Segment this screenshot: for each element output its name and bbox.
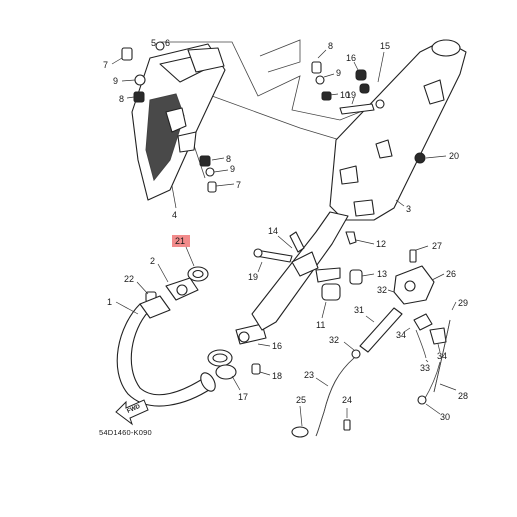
part-20-nut[interactable] (414, 152, 426, 164)
callout-28: 28 (458, 391, 468, 401)
part-34-clip[interactable] (413, 313, 447, 345)
part-16-clamp[interactable] (235, 323, 267, 345)
center-pipe[interactable] (251, 211, 349, 331)
callout-7-left: 7 (103, 60, 108, 70)
callout-26: 26 (446, 269, 456, 279)
callout-8-middle: 8 (226, 154, 231, 164)
highlight-21-box (172, 235, 190, 247)
callout-16-top: 16 (346, 53, 356, 63)
callout-2: 2 (150, 256, 155, 266)
callout-19-upper: 19 (346, 90, 356, 100)
callout-32-upper: 32 (377, 285, 387, 295)
part-3-muffler[interactable] (329, 39, 467, 221)
part-30-clamp[interactable] (417, 395, 427, 405)
callout-13: 13 (377, 269, 387, 279)
callout-32-lower: 32 (329, 335, 339, 345)
callout-27: 27 (432, 241, 442, 251)
part-11-rubber[interactable] (321, 283, 341, 301)
callout-21: 21 (175, 236, 185, 246)
callout-34-left: 34 (396, 330, 406, 340)
callout-9-middle: 9 (230, 164, 235, 174)
callout-3: 3 (406, 204, 411, 214)
callout-5: 5 (151, 38, 156, 48)
callout-14: 14 (268, 226, 278, 236)
callout-8-right: 8 (328, 41, 333, 51)
part-29-hose[interactable] (433, 319, 451, 393)
part-31-hose[interactable] (359, 307, 403, 353)
callout-22: 22 (124, 274, 134, 284)
callout-23: 23 (304, 370, 314, 380)
callout-18: 18 (272, 371, 282, 381)
callout-12: 12 (376, 239, 386, 249)
part-19-bolt-lower[interactable] (253, 248, 293, 263)
callout-33: 33 (420, 363, 430, 373)
part-13-collar[interactable] (349, 269, 363, 285)
callout-7-middle: 7 (236, 180, 241, 190)
fwd-arrow-icon: FWD (115, 399, 149, 426)
diagram-code: 54D1460-K090 (99, 428, 152, 437)
callout-24: 24 (342, 395, 352, 405)
part-18-bolt[interactable] (251, 363, 261, 375)
callout-30: 30 (440, 412, 450, 422)
part-32-clip-lower[interactable] (351, 349, 361, 359)
callout-10: 10 (340, 90, 350, 100)
callout-8-left: 8 (119, 94, 124, 104)
part-26-valve-body[interactable] (393, 265, 435, 305)
part-17-gasket-ring[interactable] (207, 349, 237, 380)
part-27-bolt[interactable] (409, 249, 417, 263)
bolt-set-upper-left[interactable] (121, 41, 165, 103)
fwd-label: FWD (126, 404, 142, 415)
callout-31: 31 (354, 305, 364, 315)
callout-11: 11 (316, 320, 325, 330)
part-4-heat-shield[interactable] (131, 43, 226, 201)
part-15-damper[interactable] (355, 69, 370, 94)
callout-9-right: 9 (336, 68, 341, 78)
callout-25: 25 (296, 395, 306, 405)
part-1-exhaust-pipe[interactable] (116, 295, 218, 407)
part-12-bolt[interactable] (345, 231, 357, 245)
callout-6: 6 (165, 38, 170, 48)
part-25-joint[interactable] (291, 426, 309, 438)
callout-19-lower: 19 (248, 272, 258, 282)
part-23-pipe[interactable] (315, 357, 355, 437)
callout-4: 4 (172, 210, 177, 220)
bolt-set-upper-right[interactable] (311, 61, 332, 101)
part-21-gasket[interactable] (187, 266, 209, 282)
callout-9-left: 9 (113, 76, 118, 86)
part-33-hose[interactable] (415, 329, 427, 359)
callout-29: 29 (458, 298, 468, 308)
callout-15: 15 (380, 41, 390, 51)
bolt-set-middle[interactable] (199, 155, 217, 193)
part-19-bolt-upper[interactable] (339, 99, 385, 115)
part-24-bolt[interactable] (343, 419, 351, 431)
callout-17: 17 (238, 392, 248, 402)
callout-20: 20 (449, 151, 459, 161)
callout-1: 1 (107, 297, 112, 307)
part-2-flange[interactable] (165, 277, 199, 301)
callout-16: 16 (272, 341, 282, 351)
